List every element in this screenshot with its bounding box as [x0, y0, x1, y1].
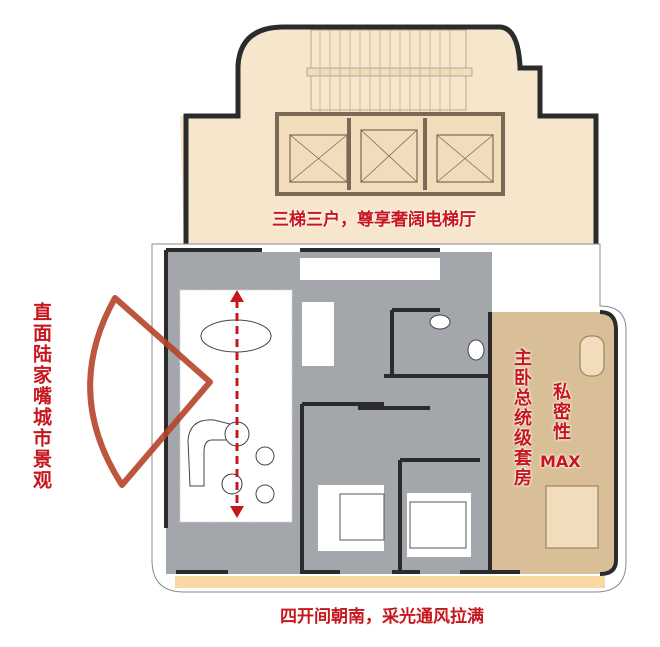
city-view-label: 直面陆家嘴城市景观 — [30, 302, 52, 491]
sightline-arrow-icon — [230, 290, 244, 518]
privacy-max-label: MAX — [540, 452, 581, 471]
south-facing-label: 四开间朝南，采光通风拉满 — [280, 607, 484, 627]
privacy-label: 私密性 — [550, 382, 571, 442]
lobby-label: 三梯三户，尊享奢阔电梯厅 — [272, 210, 476, 230]
view-wedge-icon — [87, 295, 213, 488]
master-suite-label: 主卧总统级套房 — [511, 348, 532, 488]
elevator-lobby — [180, 24, 599, 245]
